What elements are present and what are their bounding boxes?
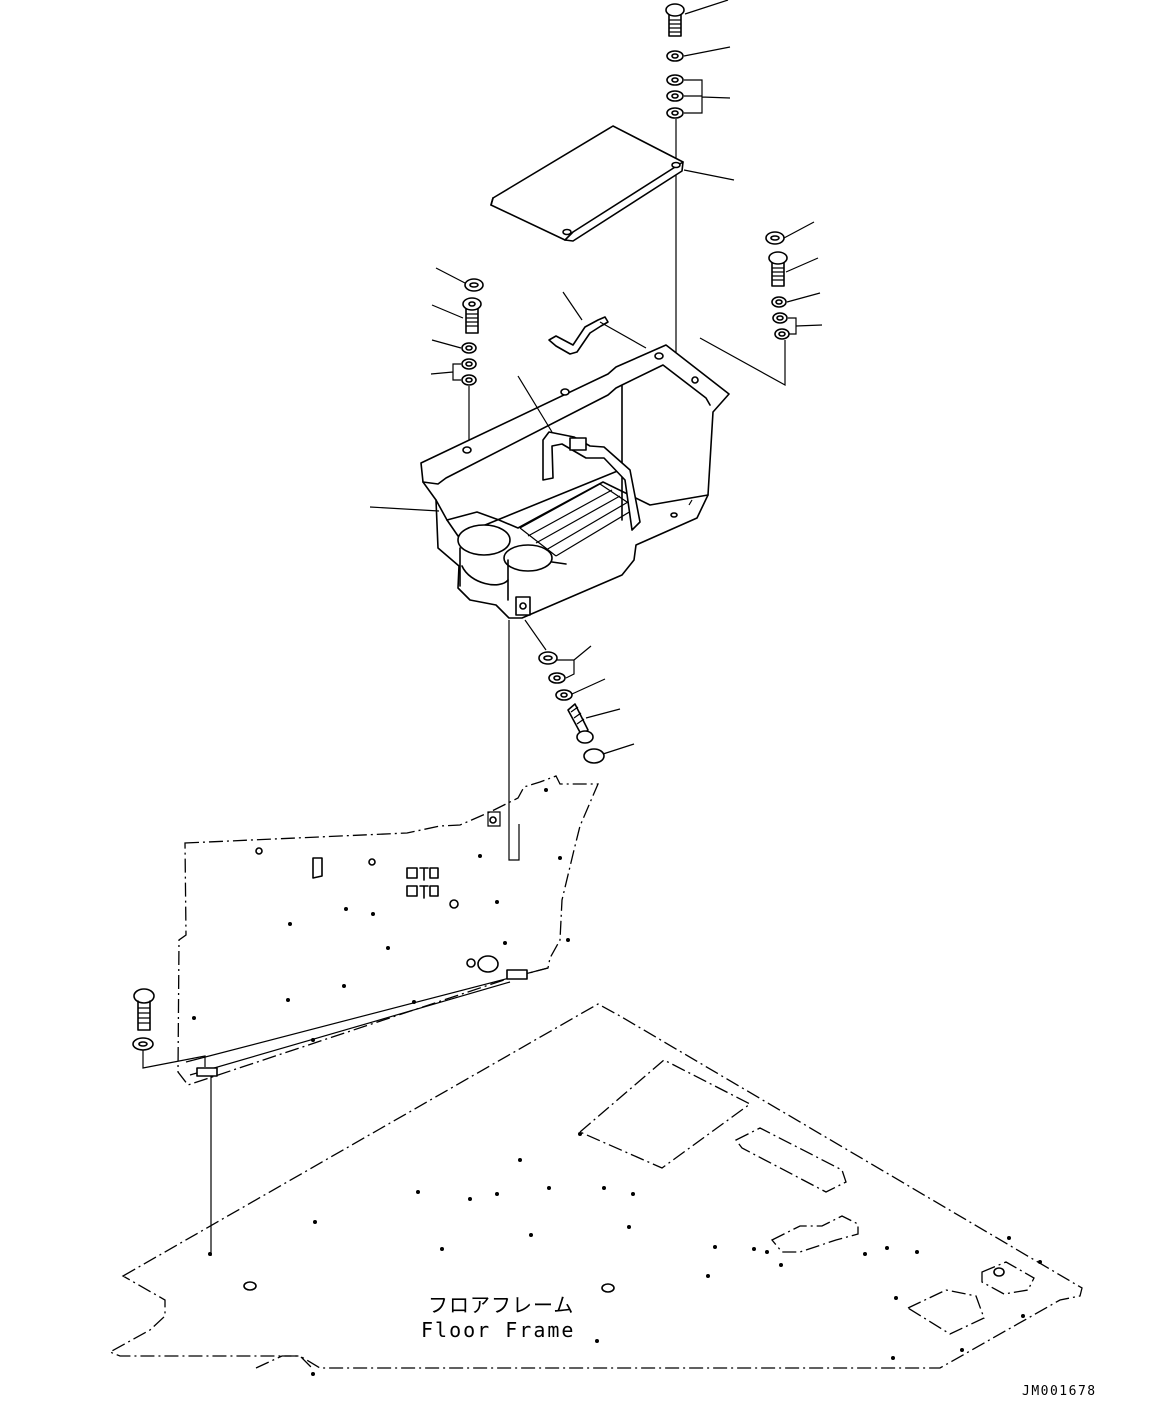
floor-frame: フロアフレーム Floor Frame — [108, 1003, 1083, 1376]
lower-bolt-stack — [524, 619, 635, 764]
cover-bolt-stack — [665, 0, 731, 520]
alignment-line-right — [688, 499, 693, 506]
side-panel — [177, 775, 599, 1086]
right-bolt-stack — [699, 221, 823, 387]
drawing-number: JM001678 — [1022, 1384, 1097, 1399]
side-panel-bolt — [132, 988, 212, 1256]
left-bolt-stack — [430, 267, 484, 448]
floor-frame-label-jp: フロアフレーム — [428, 1293, 574, 1317]
storage-tray — [369, 344, 730, 619]
floor-frame-label-en: Floor Frame — [421, 1318, 575, 1342]
cover-plate — [490, 125, 735, 242]
clip-bracket — [548, 291, 647, 355]
alignment-line-left — [508, 620, 520, 861]
